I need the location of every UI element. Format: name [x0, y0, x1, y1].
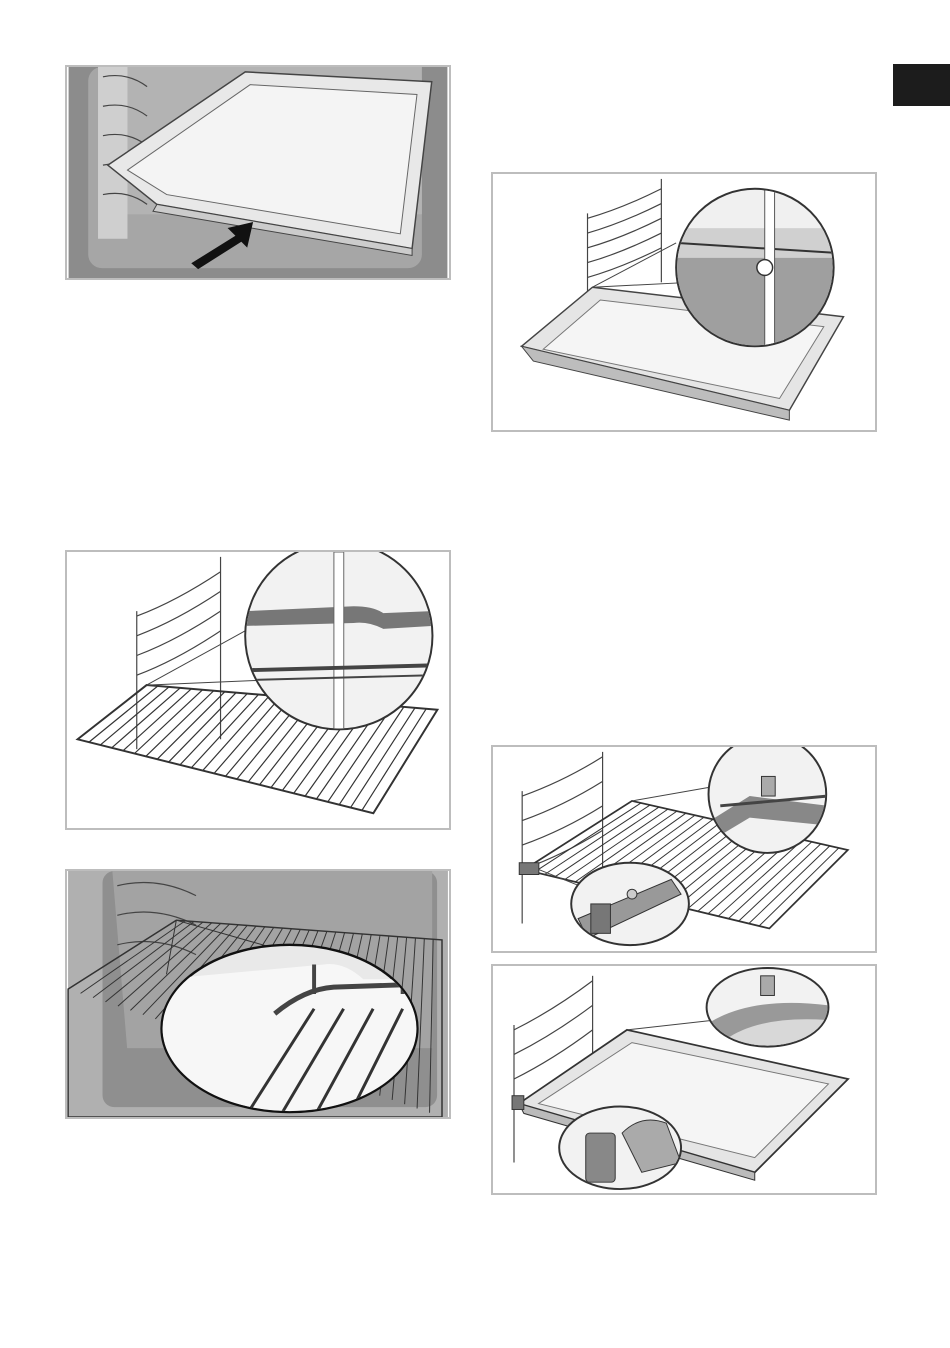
magnifier-detail-icon: [559, 1107, 681, 1190]
rack-bar: [169, 693, 236, 762]
rack-bar: [134, 690, 202, 754]
rack-bar: [524, 801, 632, 870]
illustration-telescopic-rail-tray-detail: [491, 964, 877, 1195]
illustration-telescopic-rail-rack-detail: [491, 745, 877, 953]
rack-bar: [191, 695, 258, 768]
rack-bar: [180, 694, 247, 765]
illustration-wire-rack-on-rail-detail: [65, 550, 451, 830]
rack-bar: [214, 696, 281, 773]
rack-bar: [112, 688, 180, 748]
magnifier-detail-icon: [709, 747, 829, 853]
magnifier-detail-icon: [676, 189, 834, 347]
rack-bar: [123, 689, 191, 751]
illustration-wire-rack-in-oven-detail: [65, 869, 451, 1119]
illustration-tray-on-rail-detail: [491, 172, 877, 432]
rack-bar: [749, 846, 830, 924]
rack-bar: [759, 848, 839, 926]
magnifier-detail-icon: [571, 863, 689, 945]
illustration-tray-insert-arrow: [65, 65, 451, 280]
rack-bar: [203, 695, 270, 770]
rack-bar: [534, 803, 641, 872]
rack-bar: [89, 686, 158, 742]
language-tab-marker: [893, 64, 950, 106]
rack-bar: [769, 850, 847, 928]
rack-bar: [146, 691, 214, 757]
magnifier-detail-icon: [706, 968, 829, 1054]
rack-bar: [157, 692, 225, 759]
magnifier-detail-icon: [245, 552, 432, 729]
rack-bar: [373, 710, 437, 814]
